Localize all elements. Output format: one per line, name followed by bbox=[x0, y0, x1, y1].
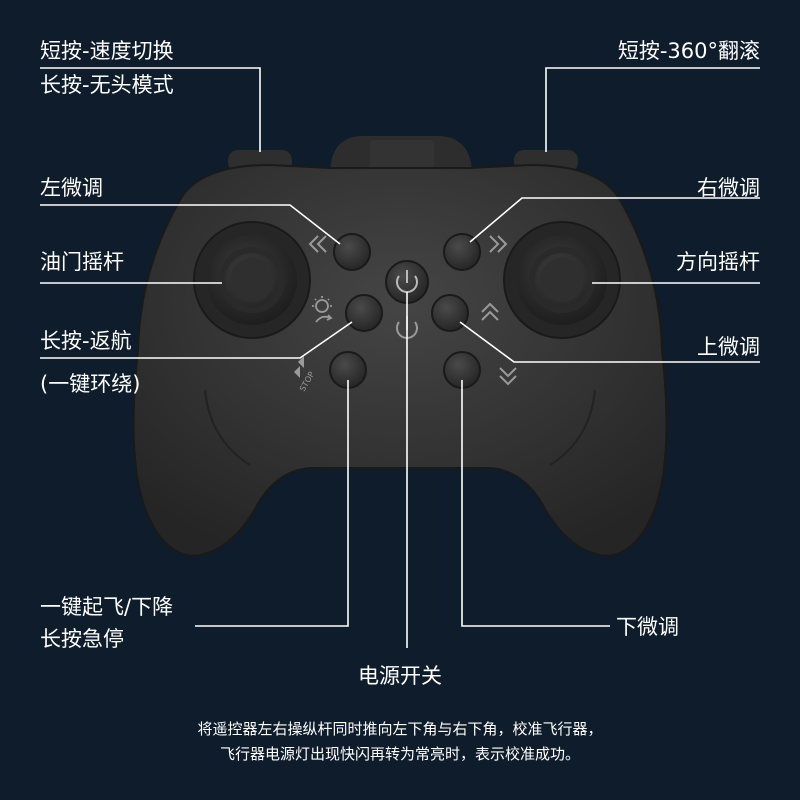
callout-lines bbox=[40, 67, 760, 648]
return-home-icon bbox=[312, 296, 333, 323]
calibration-note-line1: 将遥控器左右操纵杆同时推向左下角与右下角，校准飞行器， bbox=[197, 720, 603, 738]
up-trim-label: 上微调 bbox=[697, 335, 760, 359]
right-trim-button[interactable] bbox=[443, 233, 481, 271]
calibration-note-line2: 飞行器电源灯出现快闪再转为常亮时，表示校准成功。 bbox=[219, 745, 580, 763]
double-chevron-down-icon bbox=[499, 367, 517, 386]
controller-body bbox=[132, 163, 668, 557]
speed-switch-label: 短按-速度切换 bbox=[40, 39, 174, 63]
left-trim-button[interactable] bbox=[333, 233, 371, 271]
return-home-label: 长按-返航 bbox=[40, 329, 132, 353]
power-switch-label: 电源开关 bbox=[358, 664, 442, 688]
double-chevron-left-icon bbox=[308, 235, 327, 253]
takeoff-land-label: 一键起飞/下降 bbox=[40, 595, 174, 619]
throttle-stick[interactable] bbox=[193, 221, 311, 339]
direction-stick-label: 方向摇杆 bbox=[676, 250, 760, 274]
headless-mode-label: 长按-无头模式 bbox=[40, 73, 174, 97]
down-trim-label: 下微调 bbox=[616, 615, 679, 639]
right-trim-label: 右微调 bbox=[697, 176, 760, 200]
double-chevron-right-icon bbox=[489, 235, 508, 253]
emergency-stop-label: 长按急停 bbox=[40, 627, 124, 651]
direction-stick[interactable] bbox=[503, 221, 621, 339]
up-trim-button[interactable] bbox=[431, 294, 469, 332]
flip-label: 短按-360°翻滚 bbox=[617, 39, 760, 63]
throttle-stick-label: 油门摇杆 bbox=[40, 250, 124, 274]
left-trim-label: 左微调 bbox=[40, 176, 103, 200]
orbit-label: (一键环绕) bbox=[40, 372, 141, 396]
double-chevron-up-icon bbox=[481, 302, 499, 321]
return-home-button[interactable] bbox=[345, 294, 383, 332]
